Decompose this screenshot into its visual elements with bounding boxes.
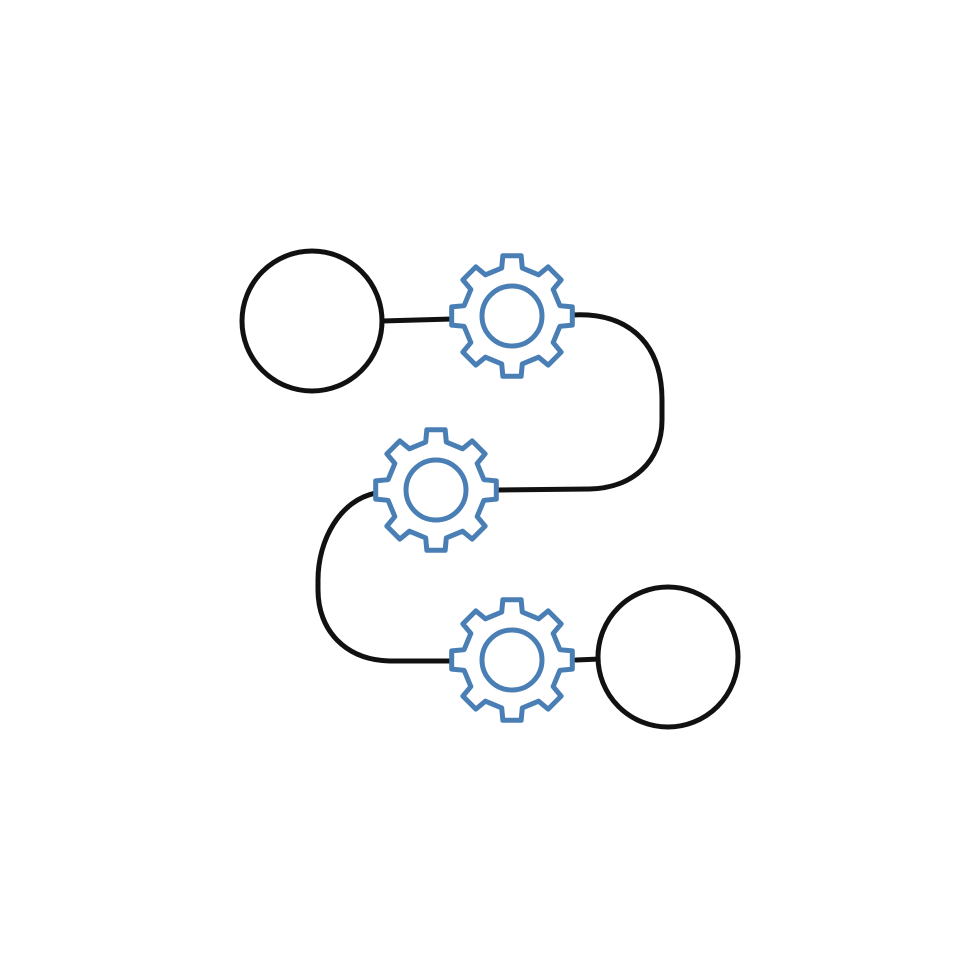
start-node-icon [239, 248, 385, 394]
gear-hub [479, 283, 545, 349]
workflow-connector-line [315, 312, 665, 664]
gear-icon-step-3 [449, 597, 575, 723]
end-node-icon [595, 584, 741, 730]
gear-icon-step-1 [449, 253, 575, 379]
gear-icon-step-2 [373, 427, 499, 553]
gear-hub [479, 627, 545, 693]
gear-hub [403, 457, 469, 523]
